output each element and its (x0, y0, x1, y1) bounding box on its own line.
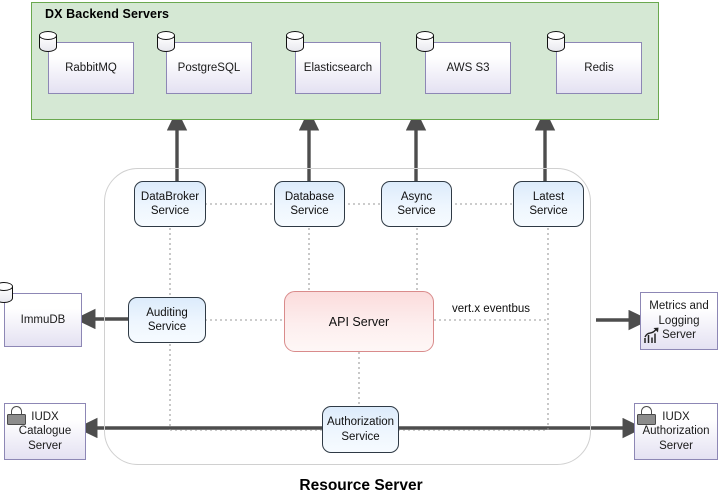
service-async[interactable]: Async Service (381, 181, 452, 227)
backend-node-label: Elasticsearch (303, 61, 373, 74)
service-label: Database Service (284, 190, 335, 217)
backend-node-label: Redis (584, 61, 614, 74)
resource-server-container (104, 168, 591, 465)
external-node-immudb[interactable]: ImmuDB (0, 282, 82, 347)
backend-node-postgresql[interactable]: PostgreSQL (157, 31, 252, 94)
page-title: Resource Server (299, 477, 423, 494)
external-node-label: IUDX Authorization Server (642, 410, 710, 452)
external-node-label: IUDX Catalogue Server (18, 410, 72, 452)
backend-node-label: PostgreSQL (177, 61, 241, 74)
service-latest[interactable]: Latest Service (513, 181, 584, 227)
service-auditing[interactable]: Auditing Service (128, 297, 206, 343)
service-authorization[interactable]: Authorization Service (322, 406, 399, 453)
service-database[interactable]: Database Service (274, 181, 345, 227)
service-databroker[interactable]: DataBroker Service (134, 181, 206, 227)
backend-node-elasticsearch[interactable]: Elasticsearch (286, 31, 381, 94)
service-label: Latest Service (529, 190, 568, 217)
service-label: Auditing Service (146, 306, 188, 333)
eventbus-label: vert.x eventbus (452, 303, 530, 315)
external-node-label: ImmuDB (20, 313, 66, 326)
service-label: DataBroker Service (140, 190, 200, 217)
backend-node-label: AWS S3 (446, 61, 490, 74)
service-label: Authorization Service (326, 416, 395, 443)
backend-node-label: RabbitMQ (65, 61, 117, 74)
external-node-label: Metrics and Logging Server (649, 300, 709, 342)
backend-node-redis[interactable]: Redis (547, 31, 642, 94)
api-server-box[interactable]: API Server (284, 291, 434, 352)
api-server-label: API Server (328, 314, 390, 329)
service-label: Async Service (397, 190, 436, 217)
backend-node-rabbitmq[interactable]: RabbitMQ (39, 31, 134, 94)
dx-backend-servers-label: DX Backend Servers (45, 7, 170, 21)
external-node-iudx-catalogue-server[interactable]: IUDX Catalogue Server (4, 403, 86, 460)
external-node-metrics-logging-server[interactable]: Metrics and Logging Server (640, 292, 718, 350)
external-node-iudx-authorization-server[interactable]: IUDX Authorization Server (634, 403, 718, 460)
database-cylinder-icon (0, 281, 16, 307)
backend-node-aws-s3[interactable]: AWS S3 (416, 31, 511, 94)
